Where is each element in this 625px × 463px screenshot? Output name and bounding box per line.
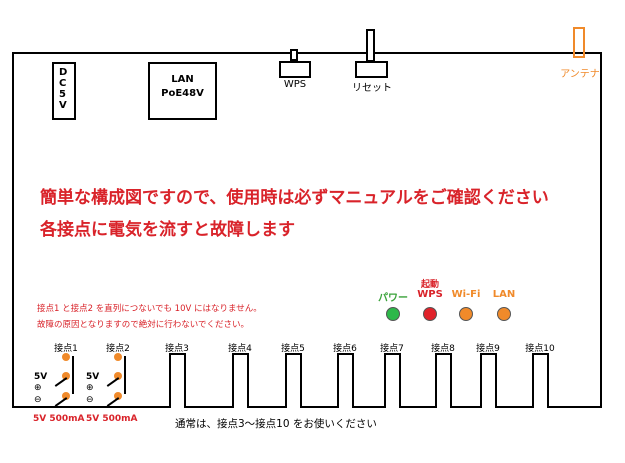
dc5v-label: DC5V [59,67,68,111]
contact-terminal-3 [169,353,186,408]
antenna-label: アンテナ [560,69,600,80]
contact-terminal-9 [480,353,497,408]
lan-label: LAN [171,74,194,85]
contact-label-3: 接点3 [165,344,189,354]
warning-line-2: 各接点に電気を流すと故障します [40,220,295,240]
contact-2-terminal-dot-mid [114,372,122,380]
contact-1-plus: ⊕ [34,383,42,393]
contact-label-10: 接点10 [525,344,555,354]
warning-line-1: 簡単な構成図ですので、使用時は必ずマニュアルをご確認ください [40,188,549,208]
led-top-label-1: 起動 [420,280,439,290]
contact-label-2: 接点2 [106,344,130,354]
lan-port [148,62,217,120]
led-3 [497,307,511,321]
contact-terminal-8 [435,353,452,408]
output-rating-1: 5V 500mA [33,414,85,424]
contact-2-terminal-dot-top [114,353,122,361]
contact-label-7: 接点7 [380,344,404,354]
dc5v-port [52,62,76,120]
contact-2-voltage: 5V [86,372,100,382]
contact-terminal-7 [384,353,401,408]
contact-1-minus: ⊖ [34,395,42,405]
reset-button-stem [366,29,375,62]
contact-label-9: 接点9 [476,344,500,354]
contact-terminal-10 [532,353,549,408]
lan-poe-label: PoE48V [161,88,204,99]
contact-label-6: 接点6 [333,344,357,354]
led-1 [423,307,437,321]
contact-label-4: 接点4 [228,344,252,354]
wps-label: WPS [283,79,307,90]
reset-button [355,61,388,78]
contact-2-minus: ⊖ [86,395,94,405]
footer-note: 通常は、接点3～接点10 をお使いください [175,418,377,430]
contact-2-plus: ⊕ [86,383,94,393]
wps-button [279,61,311,78]
led-label-3: LAN [492,289,516,300]
output-rating-2: 5V 500mA [86,414,138,424]
contact-terminal-6 [337,353,354,408]
contact-1-wire-right [72,356,74,394]
led-label-1: WPS [417,289,443,300]
contact-1-terminal-dot-top [62,353,70,361]
contact-label-5: 接点5 [281,344,305,354]
led-label-0: パワー [378,293,408,304]
antenna-icon [573,27,585,58]
contact-2-wire-right [124,356,126,394]
contact-label-8: 接点8 [431,344,455,354]
contact-1-voltage: 5V [34,372,48,382]
led-2 [459,307,473,321]
contact-1-terminal-dot-mid [62,372,70,380]
contact-1-terminal-dot-bottom [62,392,70,400]
note-line-1: 接点1 と接点2 を直列につないでも 10V にはなりません。 [37,304,262,314]
contact-terminal-5 [285,353,302,408]
wps-button-stem [290,49,298,61]
contact-terminal-4 [232,353,249,408]
device-board [12,52,602,408]
note-line-2: 故障の原因となりますので絶対に行わないでください。 [37,320,249,330]
reset-label: リセット [352,83,392,94]
led-label-2: Wi-Fi [451,289,481,300]
contact-label-1: 接点1 [54,344,78,354]
led-0 [386,307,400,321]
contact-2-terminal-dot-bottom [114,392,122,400]
